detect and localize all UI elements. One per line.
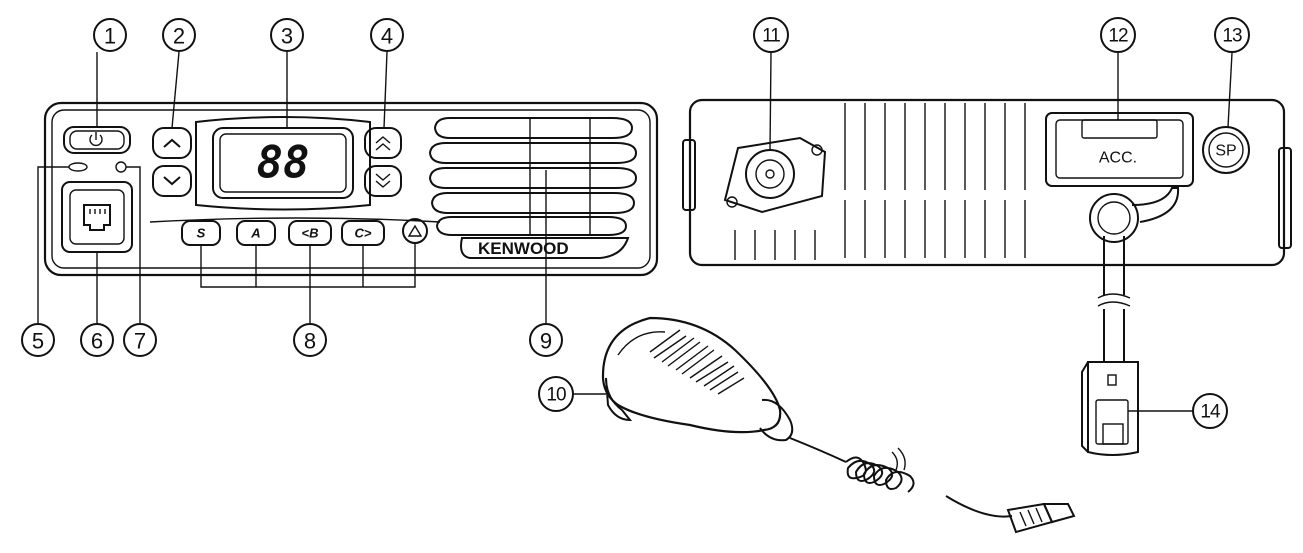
acc-cable: [1081, 236, 1139, 456]
callout-6: 6: [80, 323, 114, 357]
acc-connector: ACC.: [1045, 112, 1194, 187]
callout-13: 13: [1214, 17, 1250, 53]
callout-8: 8: [293, 323, 327, 357]
power-icon: [89, 132, 103, 147]
triangle-up-icon: [407, 224, 423, 237]
double-down-button: [364, 165, 402, 197]
svg-text:6: 6: [91, 329, 103, 354]
double-chevron-down-icon: [375, 173, 391, 188]
svg-text:7: 7: [134, 329, 146, 354]
double-chevron-up-icon: [375, 136, 391, 151]
callout-14: 14: [1192, 393, 1228, 429]
sp-label: SP: [1215, 143, 1236, 160]
svg-text:2: 2: [173, 24, 185, 49]
svg-text:C>: C>: [355, 226, 372, 241]
callout-10: 10: [538, 376, 574, 412]
speaker-grille: [428, 117, 638, 236]
chevron-up-icon: [163, 138, 181, 148]
front-panel: 88 KENWOOD S: [43, 101, 659, 323]
svg-text:S: S: [197, 226, 206, 241]
svg-text:3: 3: [281, 24, 293, 49]
callout-5: 5: [21, 323, 55, 357]
svg-text:13: 13: [1222, 26, 1242, 47]
heat-sink: [734, 103, 1026, 260]
speaker-jack: SP: [1202, 126, 1250, 174]
svg-text:1: 1: [104, 24, 116, 49]
leader-lines: [37, 51, 1233, 412]
callout-11: 11: [753, 17, 789, 53]
display-digits: 88: [257, 138, 310, 189]
cable-grommet: [1089, 187, 1180, 243]
svg-text:<B: <B: [302, 226, 319, 241]
acc-plug: [1081, 361, 1139, 456]
mic-plug: [1006, 502, 1076, 534]
microphone: [601, 316, 1076, 534]
svg-text:11: 11: [762, 26, 780, 47]
callout-7: 7: [123, 323, 157, 357]
callouts: 1 2 3 4 5 6 7 8: [21, 17, 1250, 429]
callout-2: 2: [162, 18, 196, 52]
callout-9: 9: [529, 323, 563, 357]
svg-text:8: 8: [304, 329, 316, 354]
svg-text:9: 9: [540, 329, 552, 354]
svg-text:14: 14: [1200, 402, 1221, 423]
mic-grille: [649, 329, 745, 395]
chevron-down-icon: [163, 176, 181, 186]
brand-logo: KENWOOD: [478, 239, 569, 258]
svg-text:10: 10: [546, 385, 566, 406]
acc-label: ACC.: [1099, 150, 1137, 167]
svg-text:12: 12: [1108, 26, 1128, 47]
callout-12: 12: [1100, 17, 1136, 53]
svg-text:5: 5: [32, 329, 44, 354]
display-window: 88: [195, 116, 371, 211]
svg-text:A: A: [250, 226, 260, 241]
callout-1: 1: [93, 18, 127, 52]
callout-4: 4: [370, 18, 404, 52]
callout-3: 3: [270, 18, 304, 52]
double-up-button: [364, 127, 402, 159]
rear-panel: ACC. SP: [682, 98, 1292, 267]
svg-text:4: 4: [381, 24, 393, 49]
channel-down-button: [152, 165, 192, 197]
